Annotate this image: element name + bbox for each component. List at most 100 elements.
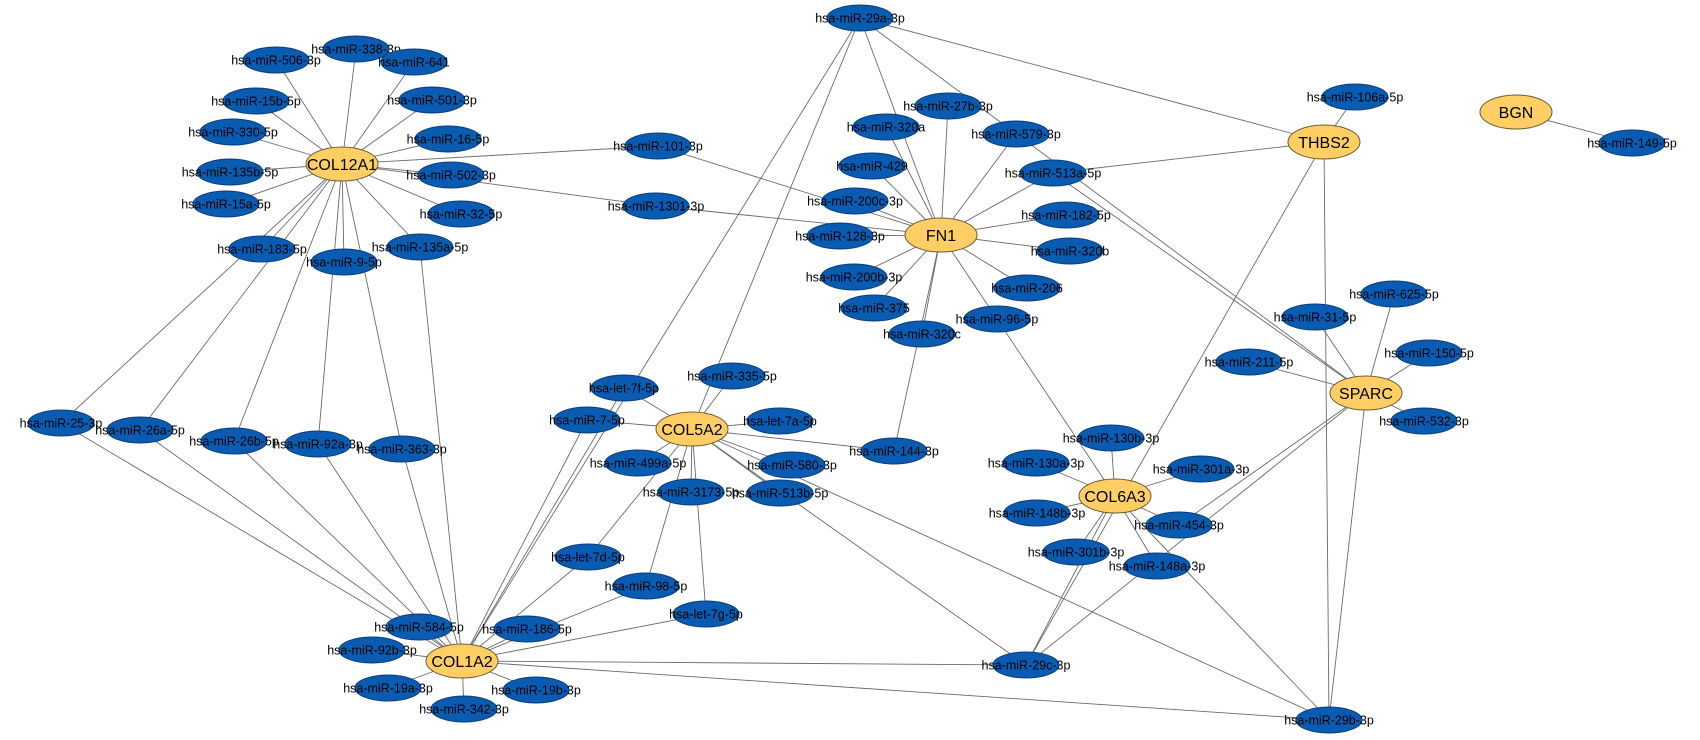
mirna-ellipse <box>806 222 874 250</box>
mirna-node-15a[interactable]: hsa-miR-15a-5p <box>181 190 271 218</box>
mirna-ellipse <box>604 449 672 477</box>
mirna-node-31[interactable]: hsa-miR-31-5p <box>1274 303 1357 331</box>
mirna-node-27b[interactable]: hsa-miR-27b-3p <box>903 92 993 120</box>
mirna-node-106a[interactable]: hsa-miR-106a-5p <box>1307 83 1404 111</box>
mirna-node-150[interactable]: hsa-miR-150-5p <box>1384 339 1474 367</box>
mirna-node-375[interactable]: hsa-miR-375 <box>838 294 910 322</box>
mirna-node-135a[interactable]: hsa-miR-135a-5p <box>372 233 469 261</box>
gene-node-BGN[interactable]: BGN <box>1479 94 1553 130</box>
mirna-node-330[interactable]: hsa-miR-330-5p <box>188 118 278 146</box>
mirna-node-130a[interactable]: hsa-miR-130a-3p <box>988 449 1085 477</box>
mirna-node-320b[interactable]: hsa-miR-320b <box>1031 237 1110 265</box>
mirna-node-320a[interactable]: hsa-miR-320a <box>847 113 926 141</box>
mirna-node-342[interactable]: hsa-miR-342-3p <box>419 695 509 723</box>
mirna-node-363[interactable]: hsa-miR-363-3p <box>357 435 447 463</box>
mirna-node-513a[interactable]: hsa-miR-513a-5p <box>1005 159 1102 187</box>
gene-node-COL5A2[interactable]: COL5A2 <box>655 411 729 447</box>
mirna-node-200b[interactable]: hsa-miR-200b-3p <box>806 263 903 291</box>
mirna-node-532[interactable]: hsa-miR-532-3p <box>1379 407 1469 435</box>
mirna-label: hsa-miR-96-5p <box>956 313 1039 327</box>
mirna-node-182[interactable]: hsa-miR-182-5p <box>1021 201 1111 229</box>
mirna-ellipse <box>590 374 658 402</box>
mirna-node-29a[interactable]: hsa-miR-29a-3p <box>815 4 905 32</box>
gene-node-FN1[interactable]: FN1 <box>904 217 978 253</box>
mirna-node-15b[interactable]: hsa-miR-15b-5p <box>211 87 301 115</box>
mirna-node-25[interactable]: hsa-miR-25-3p <box>20 409 103 437</box>
mirna-node-98[interactable]: hsa-miR-98-5p <box>605 572 688 600</box>
mirna-node-let7a[interactable]: hsa-let-7a-5p <box>743 407 817 435</box>
mirna-node-130b[interactable]: hsa-miR-130b-3p <box>1063 424 1160 452</box>
mirna-node-let7g[interactable]: hsa-let-7g-5p <box>669 600 743 628</box>
mirna-node-144[interactable]: hsa-miR-144-3p <box>849 437 939 465</box>
edge-THBS2-29b <box>1323 141 1330 721</box>
mirna-node-506[interactable]: hsa-miR-506-3p <box>231 46 321 74</box>
mirna-ellipse <box>385 613 453 641</box>
mirna-node-501[interactable]: hsa-miR-501-3p <box>387 86 477 114</box>
mirna-node-186[interactable]: hsa-miR-186-5p <box>482 615 572 643</box>
mirna-node-338[interactable]: hsa-miR-338-3p <box>311 35 401 63</box>
mirna-node-580[interactable]: hsa-miR-580-3p <box>747 451 837 479</box>
mirna-node-32[interactable]: hsa-miR-32-5p <box>420 200 503 228</box>
gene-node-COL6A3[interactable]: COL6A3 <box>1078 478 1152 514</box>
edge-FN1-101 <box>657 145 942 236</box>
mirna-node-454[interactable]: hsa-miR-454-3p <box>1134 511 1224 539</box>
mirna-node-26b[interactable]: hsa-miR-26b-5p <box>189 427 279 455</box>
mirna-node-26a[interactable]: hsa-miR-26a-5p <box>95 416 185 444</box>
mirna-node-29b[interactable]: hsa-miR-29b-3p <box>1284 706 1374 734</box>
mirna-node-let7d[interactable]: hsa-let-7d-5p <box>551 543 625 571</box>
mirna-node-1301[interactable]: hsa-miR-1301-3p <box>608 192 705 220</box>
mirna-node-92a[interactable]: hsa-miR-92a-3p <box>273 430 363 458</box>
gene-node-COL1A2[interactable]: COL1A2 <box>425 643 499 679</box>
gene-node-COL12A1[interactable]: COL12A1 <box>305 146 379 182</box>
mirna-node-9[interactable]: hsa-miR-9-5p <box>306 248 382 276</box>
mirna-label: hsa-miR-320b <box>1031 245 1110 259</box>
mirna-node-429[interactable]: hsa-miR-429 <box>836 152 908 180</box>
mirna-node-92b[interactable]: hsa-miR-92b-3p <box>327 636 417 664</box>
mirna-node-200c[interactable]: hsa-miR-200c-3p <box>807 187 903 215</box>
gene-ellipse <box>655 411 729 447</box>
mirna-node-7[interactable]: hsa-miR-7-5p <box>549 406 625 434</box>
mirna-ellipse <box>1002 449 1070 477</box>
mirna-ellipse <box>222 87 290 115</box>
mirna-node-96[interactable]: hsa-miR-96-5p <box>956 305 1039 333</box>
mirna-node-148b[interactable]: hsa-miR-148b-3p <box>989 499 1086 527</box>
mirna-node-502[interactable]: hsa-miR-502-3p <box>406 161 496 189</box>
mirna-node-206[interactable]: hsa-miR-206 <box>991 274 1063 302</box>
mirna-node-335[interactable]: hsa-miR-335-5p <box>687 362 777 390</box>
edge-COL1A2-let7g <box>461 613 707 662</box>
mirna-ellipse <box>106 416 174 444</box>
mirna-node-let7f[interactable]: hsa-let-7f-5p <box>589 374 659 402</box>
mirna-node-641[interactable]: hsa-miR-641 <box>378 48 450 76</box>
mirna-node-149[interactable]: hsa-miR-149-5p <box>1587 129 1677 157</box>
mirna-node-301a[interactable]: hsa-miR-301a-3p <box>1153 455 1250 483</box>
edge-COL1A2-29c <box>461 660 1027 666</box>
mirna-node-3173[interactable]: hsa-miR-3173-5p <box>643 478 740 506</box>
mirna-node-513b[interactable]: hsa-miR-513b-5p <box>732 479 829 507</box>
mirna-node-584[interactable]: hsa-miR-584-5p <box>374 613 464 641</box>
mirna-ellipse <box>1321 83 1389 111</box>
mirna-label: hsa-let-7a-5p <box>743 415 817 429</box>
mirna-node-101[interactable]: hsa-miR-101-3p <box>613 132 703 160</box>
mirna-node-579[interactable]: hsa-miR-579-3p <box>971 120 1061 148</box>
mirna-node-29c[interactable]: hsa-miR-29c-3p <box>982 651 1071 679</box>
gene-ellipse <box>1287 124 1361 160</box>
mirna-node-625[interactable]: hsa-miR-625-5p <box>1349 280 1439 308</box>
mirna-label: hsa-miR-31-5p <box>1274 311 1357 325</box>
mirna-node-211[interactable]: hsa-miR-211-5p <box>1205 348 1294 376</box>
gene-node-THBS2[interactable]: THBS2 <box>1287 124 1361 160</box>
mirna-node-128[interactable]: hsa-miR-128-3p <box>795 222 885 250</box>
mirna-node-148a[interactable]: hsa-miR-148a-3p <box>1109 552 1206 580</box>
mirna-node-183[interactable]: hsa-miR-183-5p <box>217 235 307 263</box>
mirna-node-19a[interactable]: hsa-miR-19a-3p <box>343 674 433 702</box>
mirna-label: hsa-miR-98-5p <box>605 580 688 594</box>
mirna-ellipse <box>1077 424 1145 452</box>
mirna-node-499a[interactable]: hsa-miR-499a-5p <box>590 449 687 477</box>
mirna-node-320c[interactable]: hsa-miR-320c <box>883 320 961 348</box>
mirna-node-301b[interactable]: hsa-miR-301b-3p <box>1028 538 1125 566</box>
mirna-label: hsa-miR-150-5p <box>1384 347 1474 361</box>
mirna-node-135b[interactable]: hsa-miR-135b-5p <box>182 158 279 186</box>
gene-node-SPARC[interactable]: SPARC <box>1329 375 1403 411</box>
mirna-node-16[interactable]: hsa-miR-16-5p <box>407 125 490 153</box>
mirna-label: hsa-miR-375 <box>838 302 910 316</box>
mirna-node-19b[interactable]: hsa-miR-19b-3p <box>491 676 581 704</box>
